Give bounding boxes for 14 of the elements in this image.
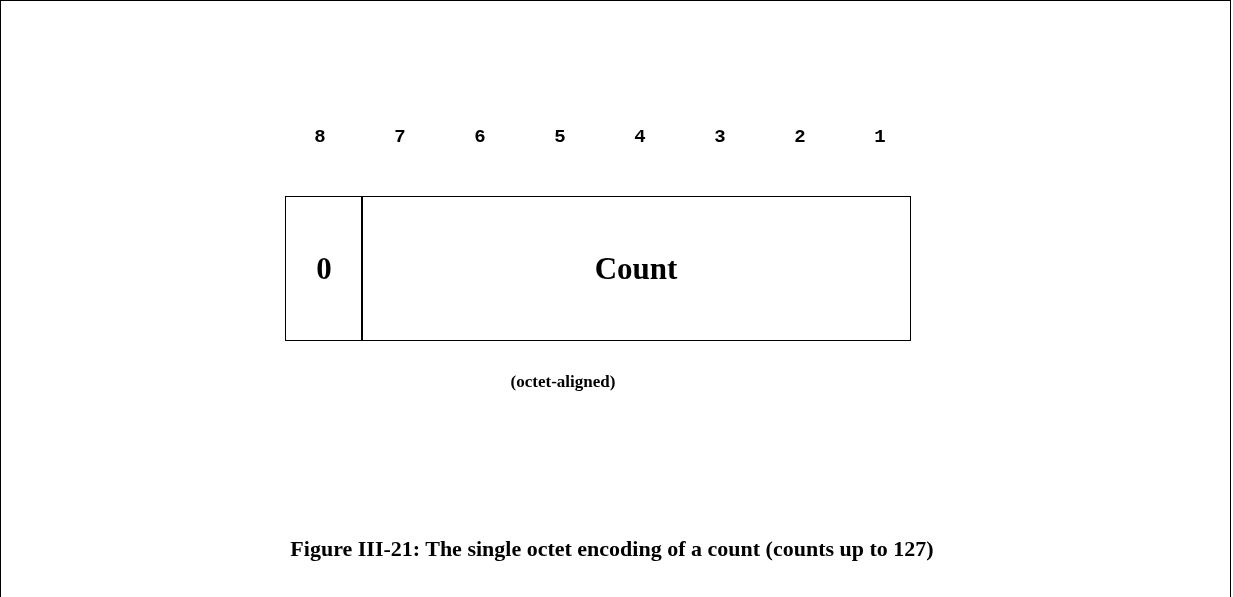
- figure-caption: Figure III-21: The single octet encoding of a count (counts up to 127): [290, 536, 934, 562]
- bit-number: 6: [474, 126, 486, 148]
- bit-number: 2: [794, 126, 806, 148]
- field-label: Count: [594, 250, 678, 287]
- bit-number: 5: [554, 126, 566, 148]
- field-label: 0: [316, 250, 332, 287]
- bit-number: 3: [714, 126, 726, 148]
- bit-field-box: [285, 196, 363, 341]
- bit-number: 8: [314, 126, 326, 148]
- bit-number: 4: [634, 126, 646, 148]
- bit-number: 7: [394, 126, 406, 148]
- bit-field-box: [361, 196, 911, 341]
- bit-number: 1: [874, 126, 886, 148]
- note-text: (octet-aligned): [510, 372, 616, 392]
